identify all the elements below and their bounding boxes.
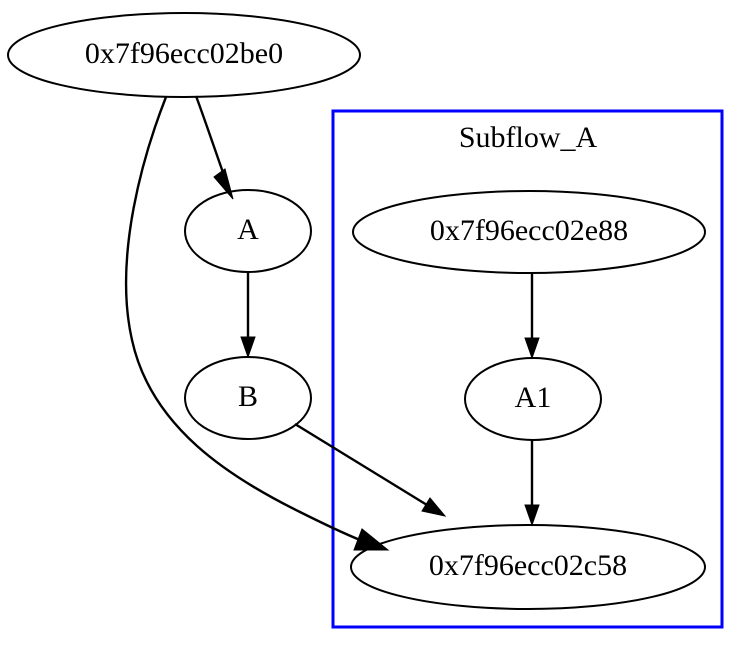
node-n_e88[interactable]: 0x7f96ecc02e88 xyxy=(352,190,706,274)
node-shape xyxy=(184,356,312,440)
arrowhead-icon xyxy=(524,504,540,527)
node-n_c58[interactable]: 0x7f96ecc02c58 xyxy=(350,524,706,610)
cluster-label: Subflow_A xyxy=(459,121,598,154)
cluster-border xyxy=(331,109,724,629)
node-shape xyxy=(464,357,602,441)
edge-e_be0_c58[interactable] xyxy=(124,96,390,551)
node-shape xyxy=(7,12,361,98)
node-n_be0[interactable]: 0x7f96ecc02be0 xyxy=(7,12,361,98)
node-shape xyxy=(350,524,706,610)
arrowhead-icon xyxy=(524,337,540,360)
edge-line xyxy=(194,95,228,182)
edge-e_a1_c58[interactable] xyxy=(524,440,540,527)
node-label: A xyxy=(237,213,259,246)
node-n_b[interactable]: B xyxy=(184,356,312,440)
node-label: 0x7f96ecc02c58 xyxy=(429,549,627,582)
node-shape xyxy=(352,190,706,274)
node-shape xyxy=(184,189,312,273)
edge-e_b_c58[interactable] xyxy=(294,422,447,517)
cluster-cluster_subflow_a: Subflow_A xyxy=(331,109,724,629)
arrowhead-icon xyxy=(240,336,256,359)
node-n_a1[interactable]: A1 xyxy=(464,357,602,441)
node-n_a[interactable]: A xyxy=(184,189,312,273)
edge-line xyxy=(294,422,428,507)
edge-e_a_b[interactable] xyxy=(240,272,256,359)
node-label: 0x7f96ecc02e88 xyxy=(430,214,628,247)
edge-e_be0_a[interactable] xyxy=(194,95,234,200)
node-label: 0x7f96ecc02be0 xyxy=(85,37,283,70)
node-label: B xyxy=(238,380,258,413)
node-label: A1 xyxy=(515,381,552,414)
edge-e_e88_a1[interactable] xyxy=(524,273,540,360)
arrowhead-icon xyxy=(421,497,447,517)
edge-line xyxy=(124,96,361,542)
